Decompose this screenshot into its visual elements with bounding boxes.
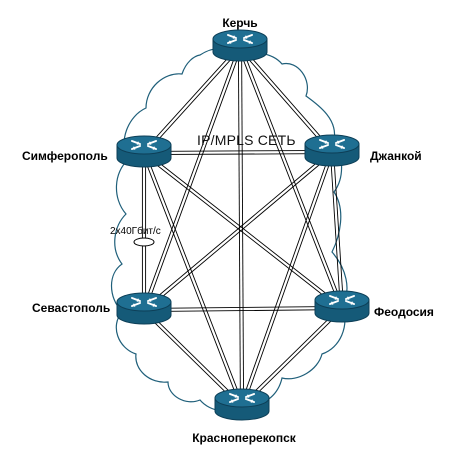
link-dzhankoy-feodosia [329, 151, 345, 309]
link-dzhankoy-simferopol [143, 149, 333, 156]
link-dzhankoy-sevastopol [142, 150, 334, 312]
label-dzhankoy: Джанкой [370, 149, 422, 163]
link-dzhankoy-krasnoperekopsk [240, 151, 334, 407]
link-feodosia-sevastopol [143, 305, 343, 313]
link-kerch-krasnoperekopsk [237, 46, 245, 407]
link-kerch-simferopol [142, 45, 242, 155]
label-simferopol: Симферополь [22, 149, 108, 163]
router-feodosia-icon [314, 290, 370, 323]
routers-layer [116, 29, 370, 421]
label-kerch: Керчь [222, 16, 257, 30]
router-sevastopol-icon [116, 292, 172, 325]
link-kerch-dzhankoy [238, 45, 334, 154]
link-kerch-feodosia [238, 46, 344, 309]
router-simferopol-icon [116, 135, 172, 168]
link-sevastopol-simferopol [141, 153, 147, 310]
link-feodosia-simferopol [142, 151, 344, 310]
link-kerch-sevastopol [142, 46, 242, 311]
label-sevastopol: Севастополь [32, 301, 110, 315]
link-krasnoperekopsk-simferopol [142, 152, 244, 407]
router-krasnoperekopsk-icon [214, 388, 270, 421]
router-dzhankoy-icon [304, 134, 360, 167]
links-layer [141, 45, 345, 408]
bandwidth-marker [133, 237, 155, 247]
bandwidth-label: 2x40Гбит/с [110, 225, 161, 237]
network-title: IP/MPLS СЕТЬ [197, 132, 296, 148]
label-krasnoperekopsk: Красноперекопск [192, 431, 297, 445]
router-kerch-icon [212, 29, 268, 62]
label-feodosia: Феодосия [374, 305, 434, 319]
